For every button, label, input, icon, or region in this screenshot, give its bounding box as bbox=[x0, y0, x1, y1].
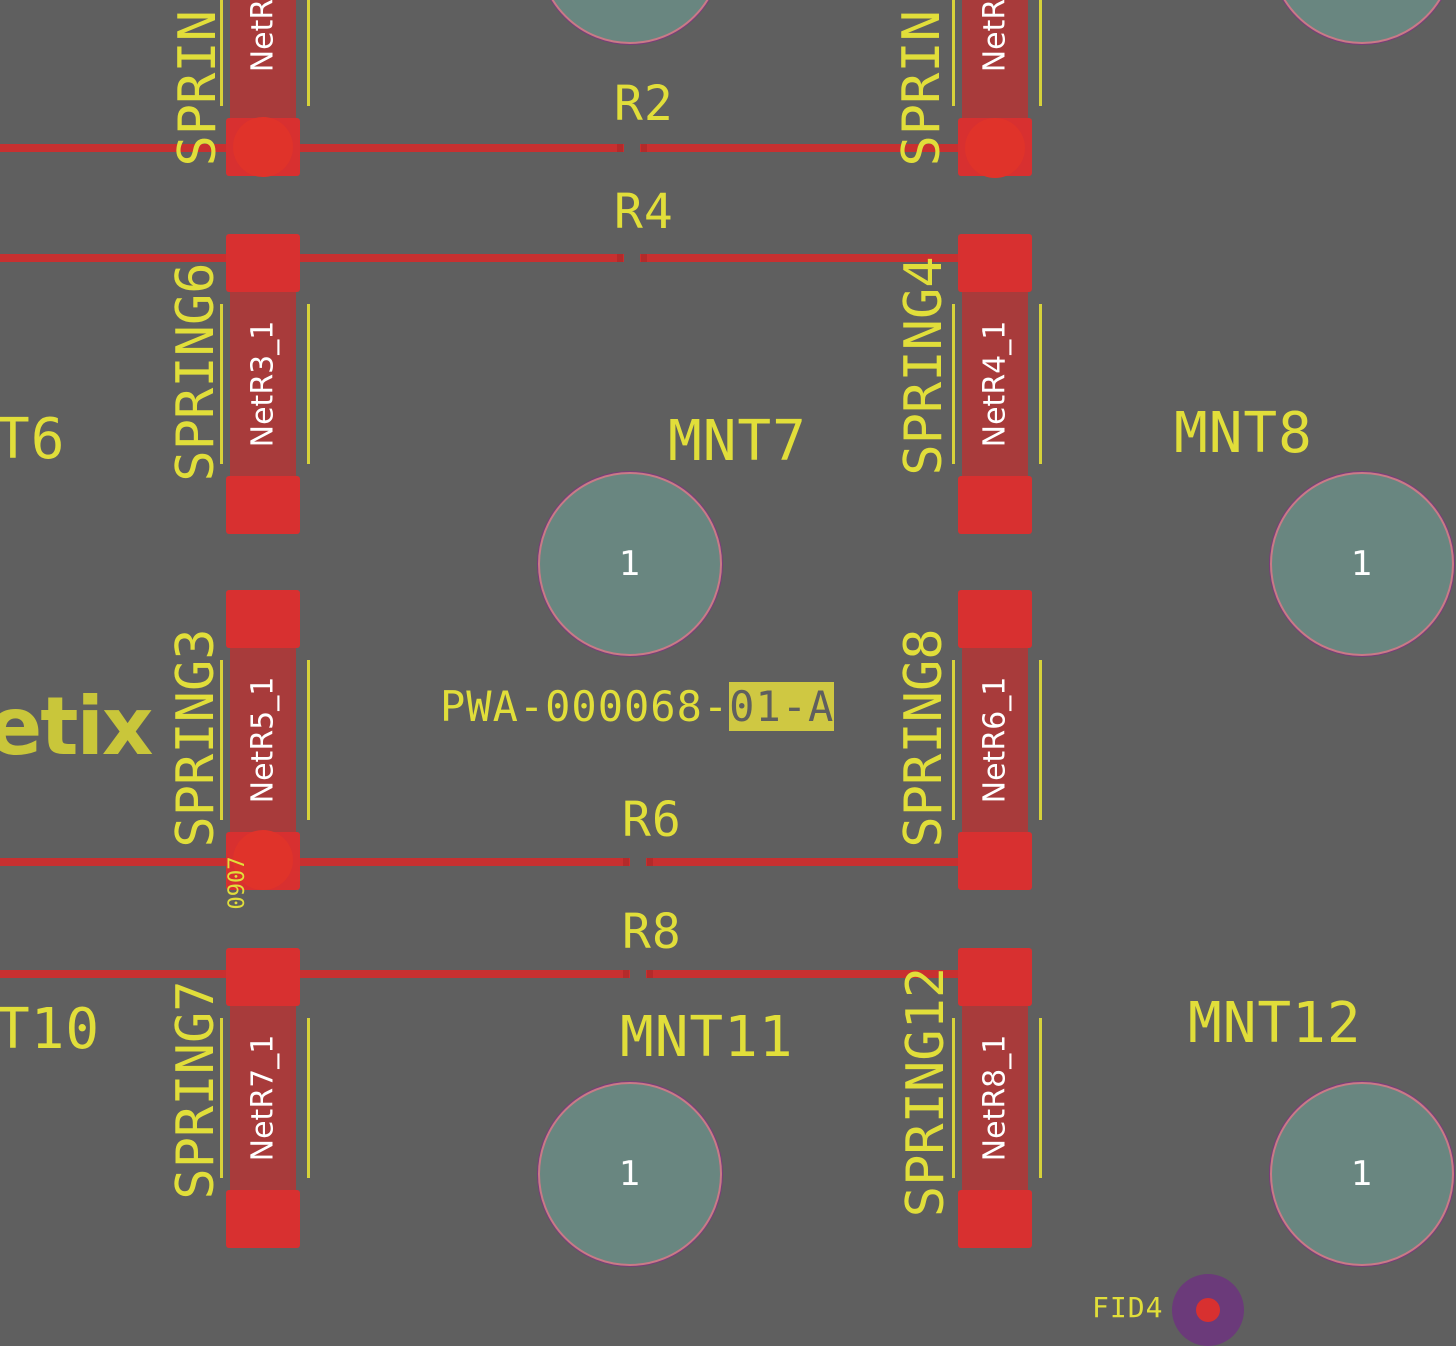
resistor-label: R2 bbox=[614, 76, 674, 132]
silk-line bbox=[307, 1018, 310, 1178]
net-label: NetR1 bbox=[245, 0, 281, 73]
silk-line bbox=[220, 0, 223, 106]
spring-pad[interactable] bbox=[226, 1190, 300, 1248]
mount-label: MNT12 bbox=[1188, 991, 1362, 1056]
mount-pin-number: 1 bbox=[1351, 1154, 1373, 1194]
spring-designator: SPRING8 bbox=[894, 628, 954, 848]
resistor-label: R8 bbox=[622, 904, 682, 960]
mount-hole[interactable]: 1 bbox=[538, 472, 722, 656]
spring-footprint[interactable]: NetR3_1 bbox=[220, 234, 310, 534]
silk-line bbox=[952, 0, 955, 106]
silk-line bbox=[307, 0, 310, 106]
silk-line bbox=[307, 304, 310, 464]
spring-footprint[interactable]: NetR8_1 bbox=[952, 948, 1042, 1248]
spring-footprint[interactable]: NetR6_1 bbox=[952, 590, 1042, 890]
company-logo: etix bbox=[0, 680, 154, 773]
resistor-r2-footprint[interactable] bbox=[617, 144, 647, 152]
spring-designator: SPRING6 bbox=[166, 262, 226, 482]
part-number-label[interactable]: PWA-000068-01-A bbox=[440, 682, 835, 731]
silk-line bbox=[220, 304, 223, 464]
net-label: NetR2 bbox=[977, 0, 1013, 73]
spring-pad[interactable] bbox=[226, 476, 300, 534]
silk-line bbox=[220, 1018, 223, 1178]
net-label: NetR7_1 bbox=[245, 1034, 281, 1162]
silk-line bbox=[1039, 0, 1042, 106]
partial-mount-label: T10 bbox=[0, 997, 101, 1062]
net-label: NetR8_1 bbox=[977, 1034, 1013, 1162]
mount-hole[interactable]: 1 bbox=[538, 1082, 722, 1266]
net-label: NetR4_1 bbox=[977, 320, 1013, 448]
spring-pad[interactable] bbox=[958, 234, 1032, 292]
silk-line bbox=[1039, 1018, 1042, 1178]
trace-r4[interactable] bbox=[0, 254, 1000, 262]
silk-line bbox=[1039, 304, 1042, 464]
mount-hole[interactable]: 1 bbox=[1270, 0, 1454, 44]
silk-line bbox=[220, 660, 223, 820]
spring-designator: SPRING3 bbox=[166, 628, 226, 848]
resistor-r8-footprint[interactable] bbox=[623, 970, 653, 978]
mount-pin-number: 1 bbox=[540, 0, 720, 42]
spring-pad[interactable] bbox=[958, 590, 1032, 648]
net-label: NetR3_1 bbox=[245, 320, 281, 448]
spring-designator: SPRING12 bbox=[896, 966, 956, 1218]
spring-footprint[interactable]: NetR4_1 bbox=[952, 234, 1042, 534]
spring-pad-dot bbox=[233, 117, 293, 177]
trace-r2[interactable] bbox=[0, 144, 1000, 152]
spring-footprint[interactable]: NetR7_1 bbox=[220, 948, 310, 1248]
mount-pin-number: 1 bbox=[1351, 544, 1373, 584]
resistor-label: R6 bbox=[622, 792, 682, 848]
fiducial-label: FID4 bbox=[1092, 1291, 1164, 1324]
part-number-highlight[interactable]: 01-A bbox=[729, 682, 835, 731]
silk-line bbox=[952, 304, 955, 464]
trace-r8[interactable] bbox=[0, 970, 1000, 978]
mount-pin-number: 1 bbox=[1272, 0, 1452, 42]
silk-line bbox=[1039, 660, 1042, 820]
trace-r6[interactable] bbox=[0, 858, 1000, 866]
spring-pad[interactable] bbox=[958, 1190, 1032, 1248]
spring-designator: SPRIN bbox=[168, 10, 228, 167]
spring-designator: SPRING7 bbox=[166, 980, 226, 1200]
spring-footprint[interactable]: NetR2 bbox=[952, 0, 1042, 178]
spring-pad[interactable] bbox=[958, 948, 1032, 1006]
spring-pad[interactable] bbox=[226, 948, 300, 1006]
net-label: NetR5_1 bbox=[245, 676, 281, 804]
spring-footprint[interactable]: NetR5_1 bbox=[220, 590, 310, 890]
small-silk-label: 0907 bbox=[225, 856, 250, 910]
spring-pad[interactable] bbox=[958, 832, 1032, 890]
mount-pin-number: 1 bbox=[619, 544, 641, 584]
spring-designator: SPRIN bbox=[892, 10, 952, 167]
net-label: NetR6_1 bbox=[977, 676, 1013, 804]
silk-line bbox=[952, 660, 955, 820]
mount-pin-number: 1 bbox=[619, 1154, 641, 1194]
spring-pad[interactable] bbox=[226, 234, 300, 292]
partial-mount-label: T6 bbox=[0, 407, 66, 472]
mount-label: MNT11 bbox=[620, 1005, 794, 1070]
spring-pad-dot bbox=[233, 830, 293, 890]
spring-pad-dot bbox=[965, 118, 1025, 178]
mount-label: MNT7 bbox=[668, 409, 807, 474]
spring-designator: SPRING4 bbox=[894, 256, 954, 476]
silk-line bbox=[307, 660, 310, 820]
mount-hole[interactable]: 1 bbox=[538, 0, 722, 44]
resistor-r6-footprint[interactable] bbox=[623, 858, 653, 866]
fiducial-marker[interactable] bbox=[1172, 1274, 1244, 1346]
mount-hole[interactable]: 1 bbox=[1270, 472, 1454, 656]
spring-footprint[interactable]: NetR1 bbox=[220, 0, 310, 177]
spring-pad[interactable] bbox=[958, 476, 1032, 534]
resistor-r4-footprint[interactable] bbox=[617, 254, 647, 262]
spring-pad[interactable] bbox=[226, 590, 300, 648]
resistor-label: R4 bbox=[614, 184, 674, 240]
mount-hole[interactable]: 1 bbox=[1270, 1082, 1454, 1266]
part-number-prefix: PWA-000068- bbox=[440, 682, 730, 731]
silk-line bbox=[952, 1018, 955, 1178]
mount-label: MNT8 bbox=[1174, 401, 1313, 466]
